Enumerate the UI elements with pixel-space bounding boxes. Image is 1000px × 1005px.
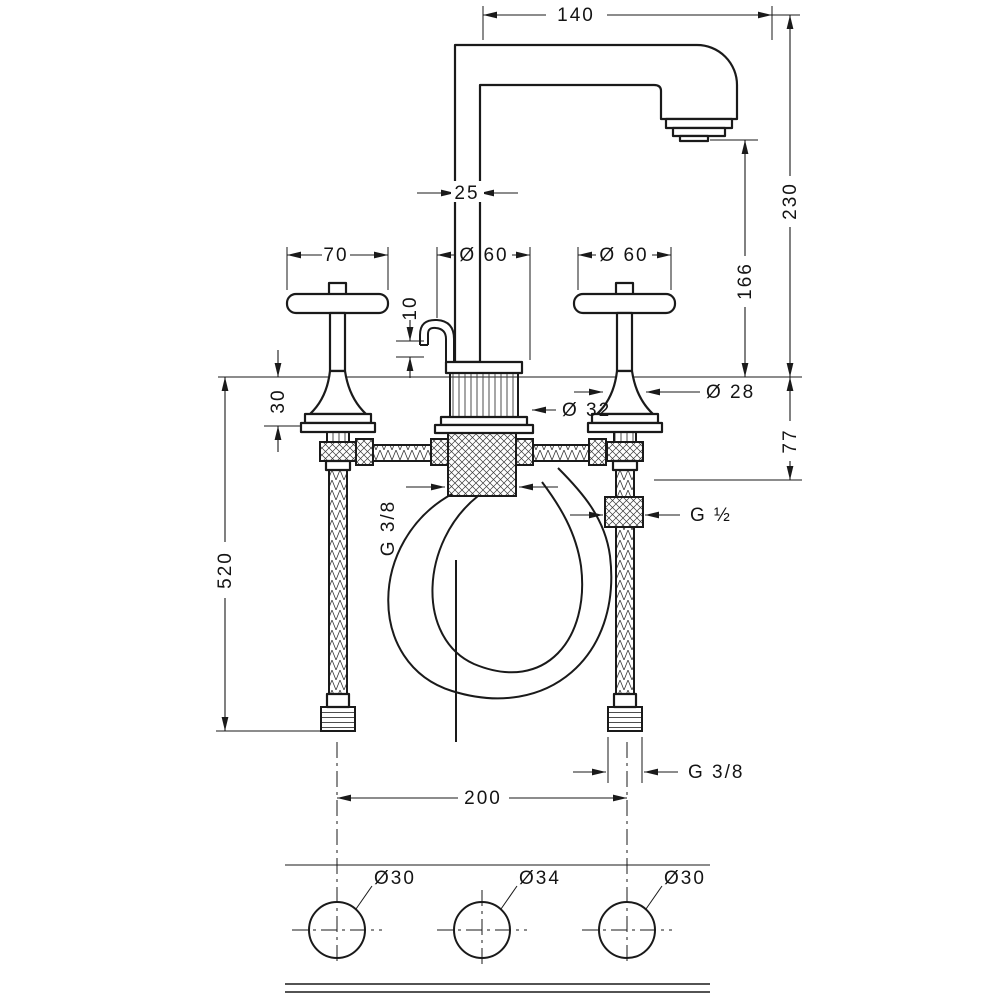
right-supply-hose — [615, 526, 635, 695]
dim-200-label: 200 — [464, 788, 502, 809]
aerator-lower — [671, 126, 727, 138]
dim-base-height: 30 — [264, 350, 302, 452]
dim-center-escutcheon: Ø 32 — [532, 400, 611, 421]
dim-lever-height: 10 — [396, 295, 424, 378]
dim-spout-reach: 140 — [482, 5, 773, 40]
left-hose-end-nut — [320, 706, 356, 732]
dim-140-label: 140 — [557, 5, 595, 26]
right-hose-end-nut — [607, 706, 643, 732]
dim-outlet-height: 166 — [710, 139, 758, 377]
right-collar — [611, 459, 639, 472]
dim-hose-length: 520 — [215, 377, 320, 732]
g38-bottom-label: G 3/8 — [688, 762, 744, 783]
dim-supply-thread: G 3/8 — [573, 737, 744, 783]
dim-dia60-right-label: Ø 60 — [599, 245, 648, 266]
right-shank-thread — [613, 431, 637, 443]
spout-ribbed-base — [449, 372, 519, 418]
left-supply-assembly — [319, 431, 357, 732]
center-escutcheon-upper — [439, 415, 529, 427]
dim-30-label: 30 — [268, 388, 289, 413]
right-handle — [572, 281, 677, 434]
leader-line — [500, 885, 518, 910]
dim-right-escutcheon: Ø 60 — [577, 245, 672, 290]
dim-total-height: 230 — [748, 14, 801, 377]
left-supply-hose — [328, 469, 348, 695]
center-hose-bundle — [447, 431, 517, 497]
dim-166-label: 166 — [735, 262, 756, 300]
left-handle-bar — [285, 292, 390, 315]
right-mounting-nut — [606, 441, 644, 462]
right-supply-assembly — [604, 431, 644, 732]
dim-dia60-left-label: Ø 60 — [459, 245, 508, 266]
left-link-nut-outer — [355, 438, 374, 466]
spout-body — [453, 43, 739, 364]
g38-vertical-label: G 3/8 — [378, 500, 399, 556]
bottom-view: Ø30 Ø34 Ø30 — [285, 742, 710, 993]
left-handle-stem — [328, 311, 347, 373]
hole-right-label: Ø30 — [664, 868, 706, 889]
left-hose-crimp — [325, 692, 351, 709]
hose-loop-inner — [431, 481, 584, 674]
dim-25-label: 25 — [454, 183, 479, 204]
dim-below-deck: 77 — [654, 377, 802, 481]
aerator-upper — [664, 117, 734, 130]
drain-lever-outer — [419, 318, 455, 362]
mounting-hole-left — [308, 901, 366, 959]
drain-lever-inner — [427, 326, 447, 362]
dim-hose-thread: G 3/8 — [378, 483, 558, 556]
dim-77-label: 77 — [780, 428, 801, 453]
left-collar — [324, 459, 352, 472]
left-mounting-nut — [319, 441, 357, 462]
mounting-hole-right — [598, 901, 656, 959]
dim-10-label: 10 — [400, 295, 421, 320]
center-base — [433, 360, 535, 435]
right-handle-bar — [572, 292, 677, 315]
dim-left-handle-width: 70 — [286, 245, 389, 290]
right-hose-crimp — [612, 692, 638, 709]
leader-line — [355, 885, 373, 910]
dim-pipe-width: 25 — [417, 181, 518, 204]
right-escutcheon-lower — [586, 421, 664, 434]
dim-230-label: 230 — [780, 182, 801, 220]
spout-collar — [444, 360, 524, 375]
left-escutcheon-upper — [303, 412, 373, 425]
dim-connector-thread: G ½ — [570, 505, 732, 526]
dim-handle-base-dia: Ø 28 — [574, 382, 755, 403]
g-half-connector-nut — [604, 496, 644, 528]
dim-dia32-label: Ø 32 — [562, 400, 611, 421]
left-escutcheon-lower — [299, 421, 377, 434]
left-link-hose — [372, 444, 432, 462]
dim-520-label: 520 — [215, 551, 236, 589]
g-half-label: G ½ — [690, 505, 732, 526]
hose-loop-outer — [387, 467, 613, 700]
dim-70-label: 70 — [323, 245, 348, 266]
spout — [419, 43, 739, 364]
right-hose-upper — [615, 469, 635, 498]
leader-line — [645, 885, 663, 910]
left-shank-thread — [326, 431, 350, 443]
right-link-nut-outer — [588, 438, 607, 466]
right-link-nut-inner — [515, 438, 534, 466]
label-mask — [451, 181, 484, 202]
left-link-nut-inner — [430, 438, 449, 466]
connection-hoses — [355, 431, 607, 497]
dim-hole-spacing: 200 — [337, 788, 627, 809]
right-handle-stem — [615, 311, 634, 373]
left-handle — [285, 281, 390, 434]
dim-left-escutcheon: Ø 60 — [436, 245, 531, 360]
dim-dia28-label: Ø 28 — [706, 382, 755, 403]
center-escutcheon-lower — [433, 423, 535, 435]
hose-loop — [387, 467, 613, 742]
right-link-hose — [532, 444, 590, 462]
mounting-hole-center — [453, 901, 511, 959]
aerator-tip — [678, 134, 710, 143]
hole-center-label: Ø34 — [519, 868, 561, 889]
hole-left-label: Ø30 — [374, 868, 416, 889]
